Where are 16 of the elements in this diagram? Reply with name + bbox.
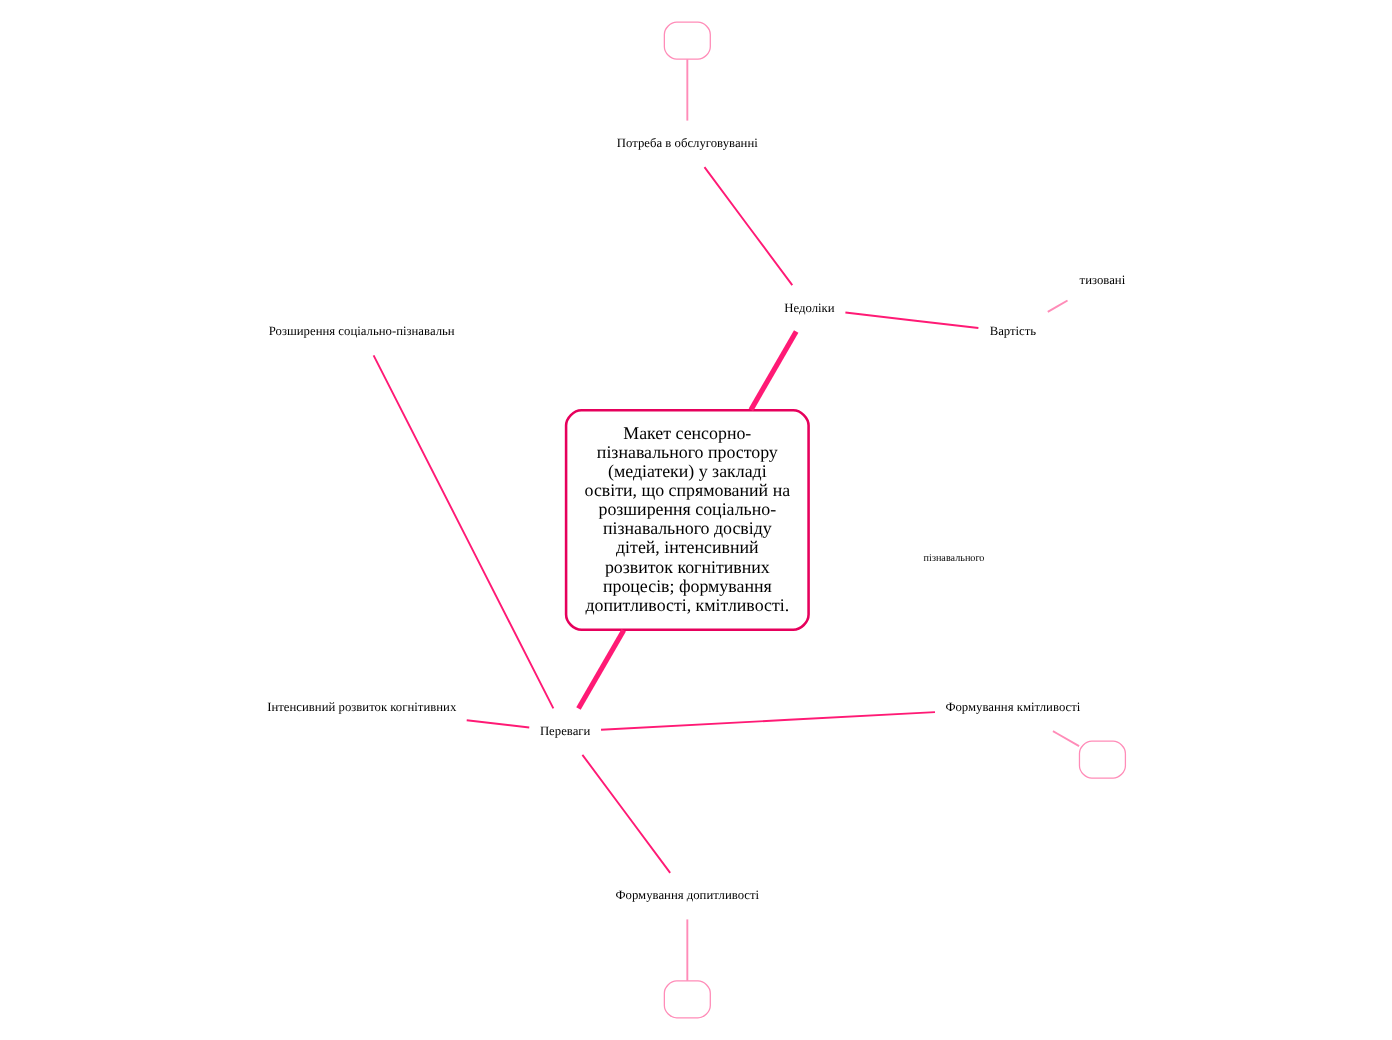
node-box	[662, 980, 710, 1019]
connector	[685, 918, 688, 982]
connector	[575, 628, 625, 710]
connector	[1051, 730, 1080, 748]
connector	[464, 719, 530, 729]
connector	[1045, 299, 1068, 313]
node-box	[662, 21, 710, 60]
connector	[702, 166, 793, 287]
connector	[580, 753, 671, 874]
connector	[685, 58, 688, 122]
node-box: Макет сенсорно-пізнавального простору (медіатеки) у закладі освіти, що спрямований на розширення соціально-пізнавального досвіду дітей, інтенсивний розвиток когнітивних процесів; формування допитливості, кмітливості.	[563, 408, 809, 632]
node-box	[1077, 740, 1126, 779]
connector	[371, 354, 554, 710]
connector	[599, 711, 935, 731]
connector	[843, 311, 979, 329]
connector	[747, 330, 798, 412]
